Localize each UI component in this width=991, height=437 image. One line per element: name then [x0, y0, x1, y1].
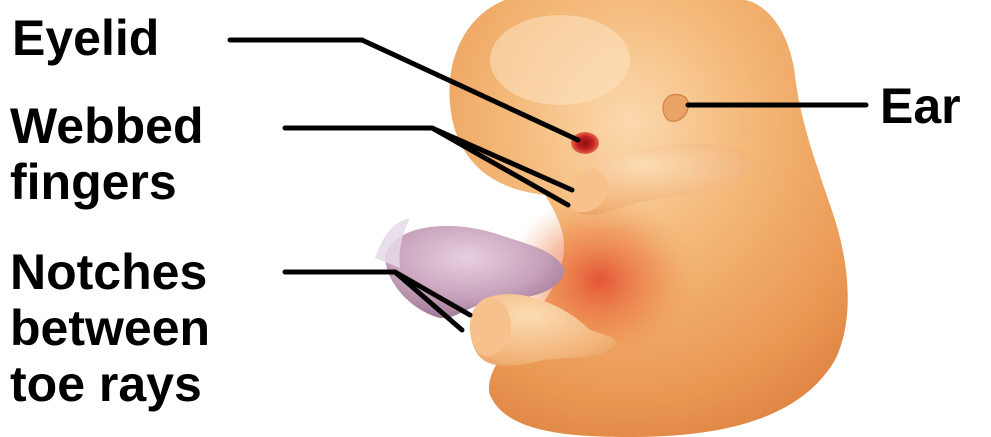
label-notches-between-toe-rays: Notches between toe rays	[10, 244, 210, 412]
label-eyelid: Eyelid	[12, 10, 159, 66]
label-eyelid-text: Eyelid	[12, 10, 159, 66]
label-ear-text: Ear	[880, 78, 961, 134]
label-notches-line2: between	[10, 300, 210, 356]
label-ear: Ear	[880, 78, 961, 134]
eyelid-spot	[571, 132, 599, 154]
label-webbed-line1: Webbed	[10, 98, 204, 154]
head-highlight	[490, 15, 630, 105]
label-notches-line1: Notches	[10, 244, 210, 300]
label-webbed-line2: fingers	[10, 154, 204, 210]
label-webbed-fingers: Webbed fingers	[10, 98, 204, 210]
label-notches-line3: toe rays	[10, 356, 210, 412]
